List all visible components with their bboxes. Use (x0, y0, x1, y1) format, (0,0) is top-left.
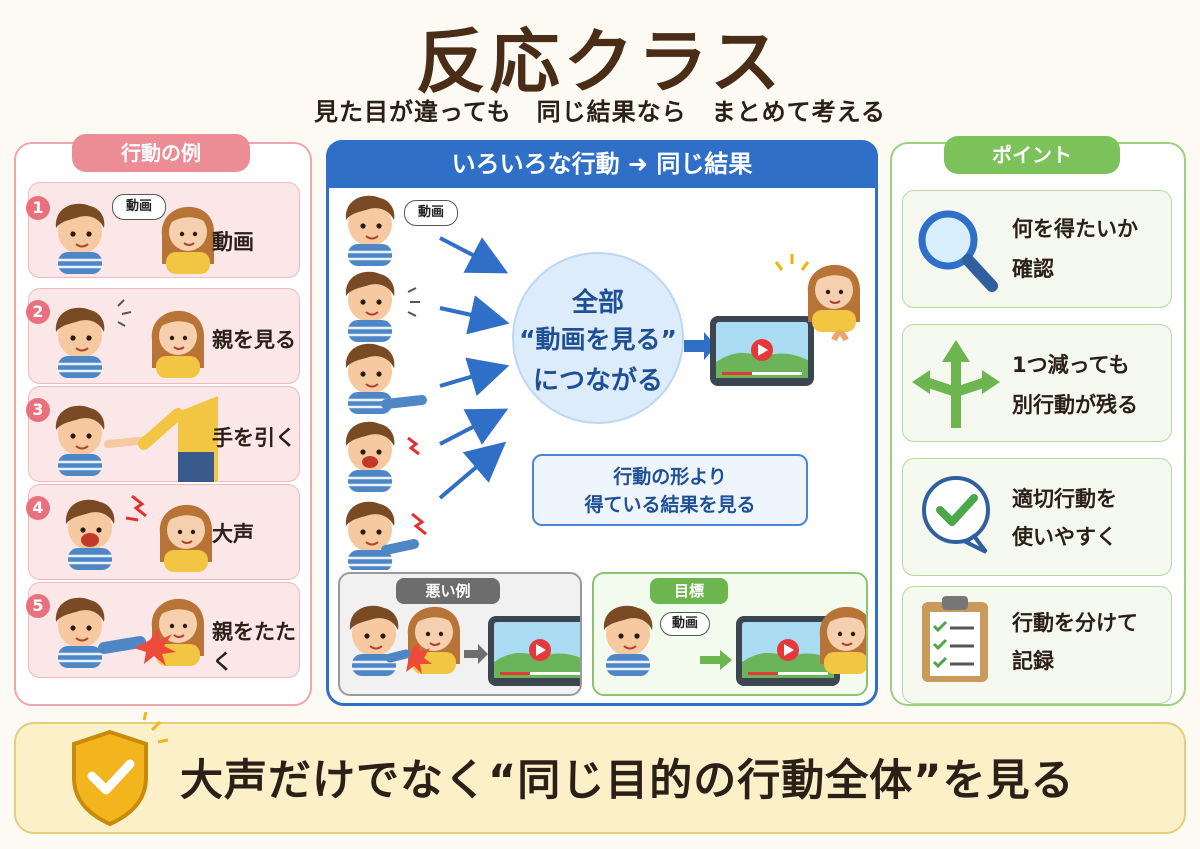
example-number: 1 (26, 196, 50, 220)
clipboard-checklist-icon (922, 596, 988, 682)
result-illustration (684, 254, 861, 386)
example-label: 親を見る (212, 328, 296, 352)
bad-example-illustration (348, 604, 580, 686)
summary-banner (14, 722, 1186, 834)
point-text-line2: 確認 (1012, 257, 1054, 281)
result-circle-line2: “動画を見る” (519, 325, 677, 354)
note-box (532, 454, 808, 526)
example-number: 2 (26, 300, 50, 324)
example-label: 動画 (212, 230, 254, 254)
examples-panel-label: 行動の例 (72, 134, 250, 172)
example-label: 大声 (212, 522, 254, 546)
point-text-line2: 別行動が残る (1012, 393, 1138, 417)
magnifier-icon (918, 210, 998, 292)
convergence-arrows (438, 236, 510, 500)
example-number: 4 (26, 496, 50, 520)
behaviors-panel-header: いろいろな行動 ➜ 同じ結果 (326, 140, 878, 188)
point-card-2 (902, 324, 1172, 442)
point-text-line1: 適切行動を (1012, 487, 1117, 511)
points-panel-label: ポイント (944, 136, 1120, 174)
example-label: 親をたたく (212, 620, 296, 674)
checkmark-bubble-icon (922, 476, 990, 554)
behavior-kids-illustration (344, 194, 427, 570)
shield-check-icon (72, 712, 169, 827)
goal-label: 目標 (650, 578, 728, 604)
page-subtitle: 見た目が違っても 同じ結果なら まとめて考える (314, 98, 886, 126)
point-text-line2: 記録 (1012, 649, 1054, 673)
summary-banner-text: 大声だけでなく“同じ目的の行動全体”を見る (180, 756, 1075, 806)
note-line1: 行動の形より (613, 466, 727, 488)
page-title: 反応クラス (415, 21, 785, 103)
example-number: 5 (26, 594, 50, 618)
goal-illustration (602, 604, 866, 686)
speech-bubble: 動画 (660, 612, 710, 636)
example-illustrations (54, 202, 218, 670)
note-line2: 得ている結果を見る (584, 494, 756, 516)
result-circle (512, 252, 684, 424)
point-text-line1: 何を得たいか (1012, 217, 1138, 241)
result-circle-line3: につながる (532, 366, 663, 396)
bad-example-label: 悪い例 (396, 578, 500, 604)
branch-arrows-icon (912, 340, 1000, 428)
example-number: 3 (26, 398, 50, 422)
speech-bubble: 動画 (112, 194, 166, 220)
point-text-line2: 使いやすく (1012, 525, 1117, 549)
result-circle-line1: 全部 (571, 288, 624, 318)
speech-bubble: 動画 (404, 200, 458, 226)
point-text-line1: 1つ減っても (1012, 353, 1130, 377)
example-label: 手を引く (212, 426, 296, 450)
point-text-line1: 行動を分けて (1012, 611, 1138, 635)
